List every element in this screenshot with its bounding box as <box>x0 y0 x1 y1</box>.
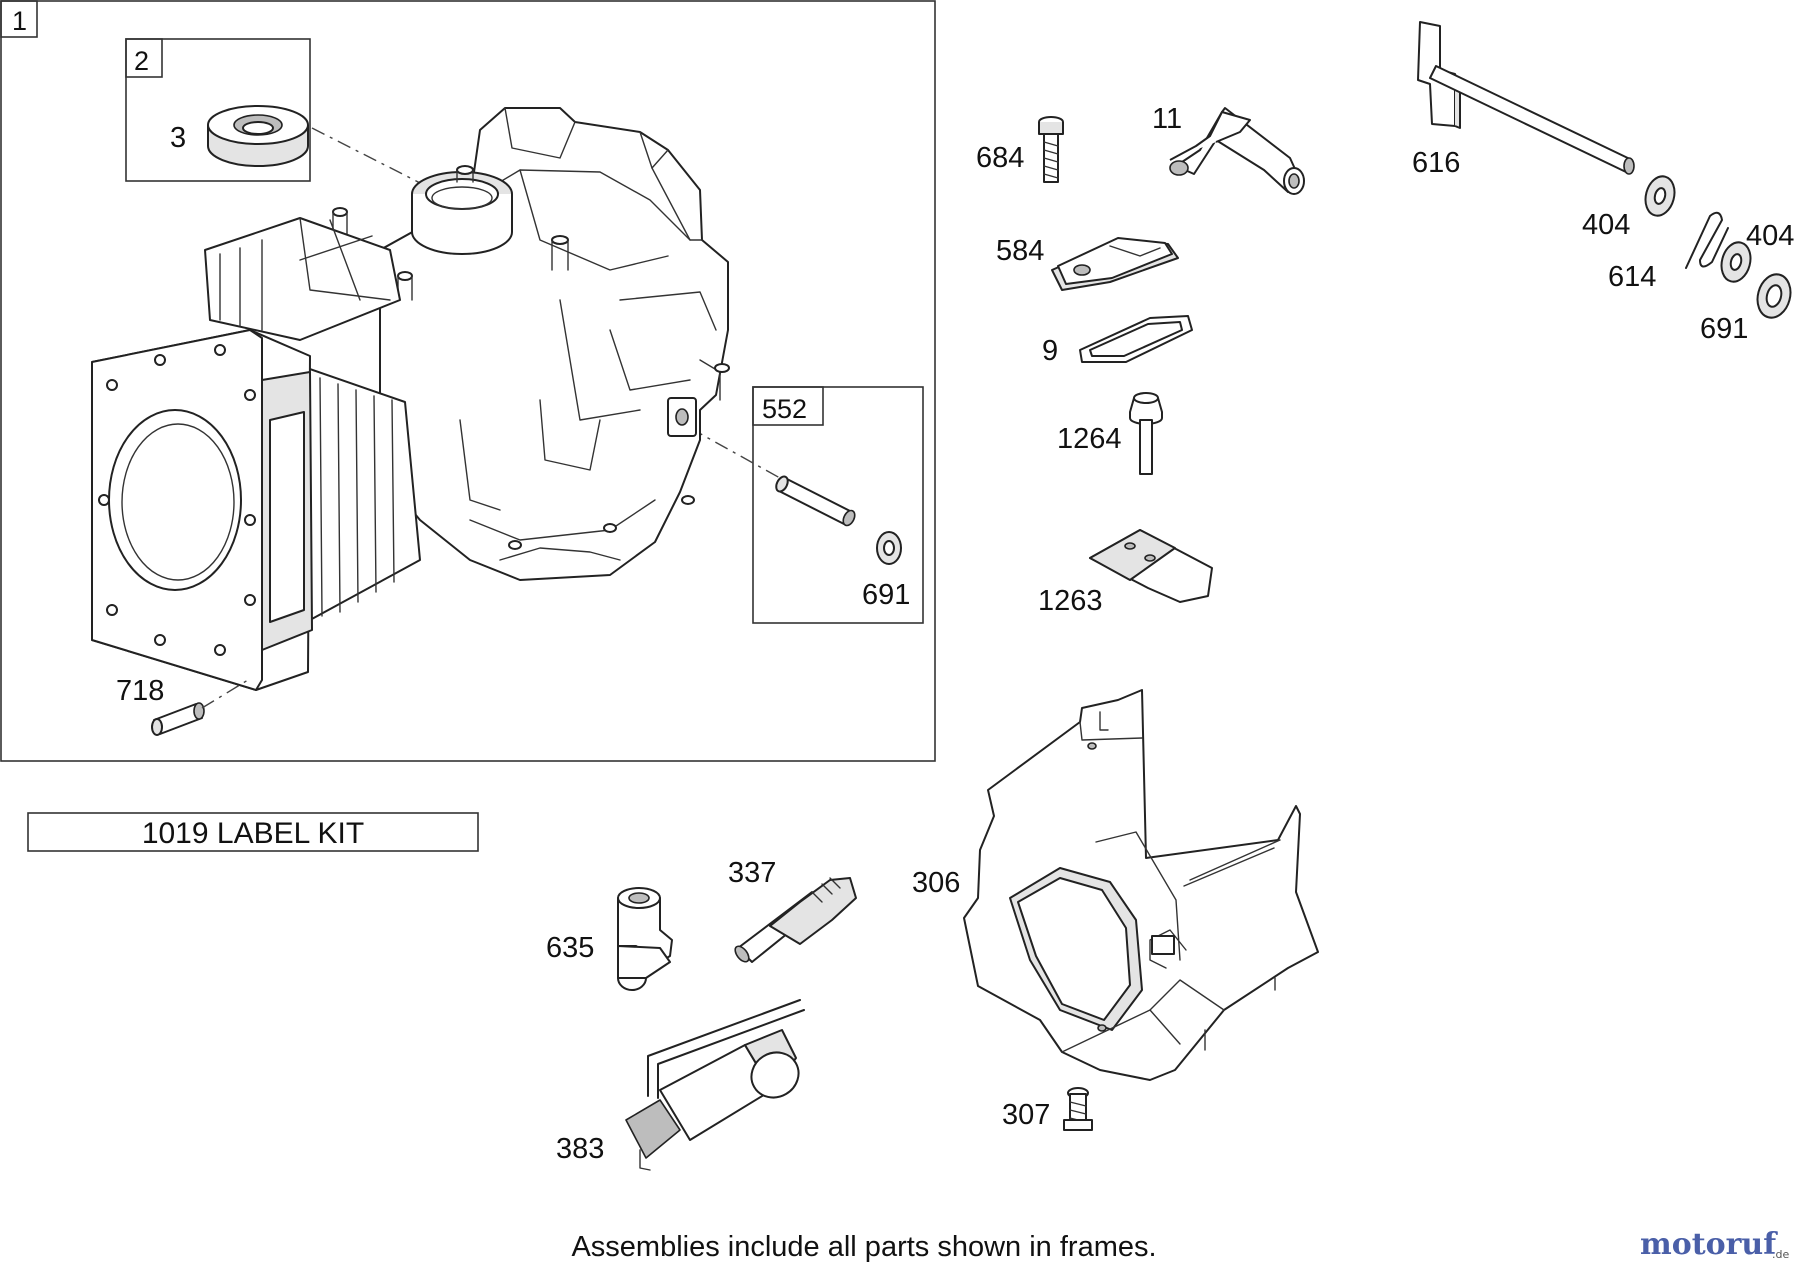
oil-seal-drawing <box>207 105 309 167</box>
washer-404-a-drawing <box>1644 175 1676 217</box>
part-label-11: 11 <box>1152 103 1182 135</box>
screw-307-drawing <box>1063 1087 1093 1131</box>
frame-552-tag <box>752 386 824 426</box>
label-kit-box: 1019 LABEL KIT <box>27 812 479 852</box>
washer-404-b-drawing <box>1720 241 1752 283</box>
bolt-684-drawing <box>1038 116 1064 183</box>
plate-1263-drawing <box>1089 529 1213 603</box>
frame-552-border <box>752 386 924 624</box>
part-label-691-b: 691 <box>1700 313 1748 345</box>
part-label-635: 635 <box>546 932 594 964</box>
engine-block-drawing <box>91 107 730 691</box>
part-label-307: 307 <box>1002 1099 1050 1131</box>
part-label-616: 616 <box>1412 147 1460 179</box>
spark-boot-635-drawing <box>617 887 673 991</box>
part-label-404-b: 404 <box>1746 220 1794 252</box>
washer-691-drawing <box>876 531 902 565</box>
frame-552-number: 552 <box>762 394 807 424</box>
frame-1-number: 1 <box>12 6 27 36</box>
frame-2-tag <box>125 38 163 78</box>
spark-plug-337-drawing <box>734 877 857 963</box>
bolt-1264-drawing <box>1129 392 1163 475</box>
frame-2-border <box>125 38 311 182</box>
washer-691-b-drawing <box>1756 273 1792 319</box>
dowel-pin-drawing <box>775 475 856 527</box>
breather-cover-584-drawing <box>1051 237 1179 291</box>
part-label-1263: 1263 <box>1038 585 1103 617</box>
pin-kit-frame: 552 691 <box>752 386 924 624</box>
gasket-9-drawing <box>1079 315 1193 363</box>
frame-1-border <box>0 0 936 762</box>
part-label-584: 584 <box>996 235 1044 267</box>
leader-pin <box>689 427 781 479</box>
part-label-614: 614 <box>1608 261 1656 293</box>
short-block-frame: 1 <box>0 0 936 762</box>
part-label-1264: 1264 <box>1057 423 1122 455</box>
watermark-brand: motoruf <box>1640 1227 1778 1262</box>
part-label-718: 718 <box>116 675 164 707</box>
part-label-404-a: 404 <box>1582 209 1630 241</box>
footer-note: Assemblies include all parts shown in fr… <box>571 1231 1156 1263</box>
frame-2-number: 2 <box>134 46 149 76</box>
seal-kit-frame: 2 3 <box>125 38 311 182</box>
dowel-718-drawing <box>151 702 205 736</box>
part-label-3: 3 <box>170 122 186 154</box>
part-383-drawing <box>625 999 805 1171</box>
part-label-306: 306 <box>912 867 960 899</box>
part-label-684: 684 <box>976 142 1024 174</box>
hair-pin-614-drawing <box>1685 211 1729 269</box>
watermark-logo: motoruf .de <box>1640 1227 1789 1262</box>
part-label-9: 9 <box>1042 335 1058 367</box>
governor-shaft-616-drawing <box>1417 21 1635 175</box>
frame-1-tag <box>0 0 38 38</box>
part-label-337: 337 <box>728 857 776 889</box>
breather-tube-11-drawing <box>1169 107 1305 195</box>
part-label-383: 383 <box>556 1133 604 1165</box>
watermark-tld: .de <box>1772 1248 1789 1261</box>
cylinder-shield-306-drawing <box>963 689 1319 1081</box>
leader-seal <box>311 127 431 189</box>
label-kit-text: 1019 LABEL KIT <box>142 817 364 850</box>
part-label-691-frame: 691 <box>862 579 910 611</box>
leader-718 <box>201 679 249 709</box>
